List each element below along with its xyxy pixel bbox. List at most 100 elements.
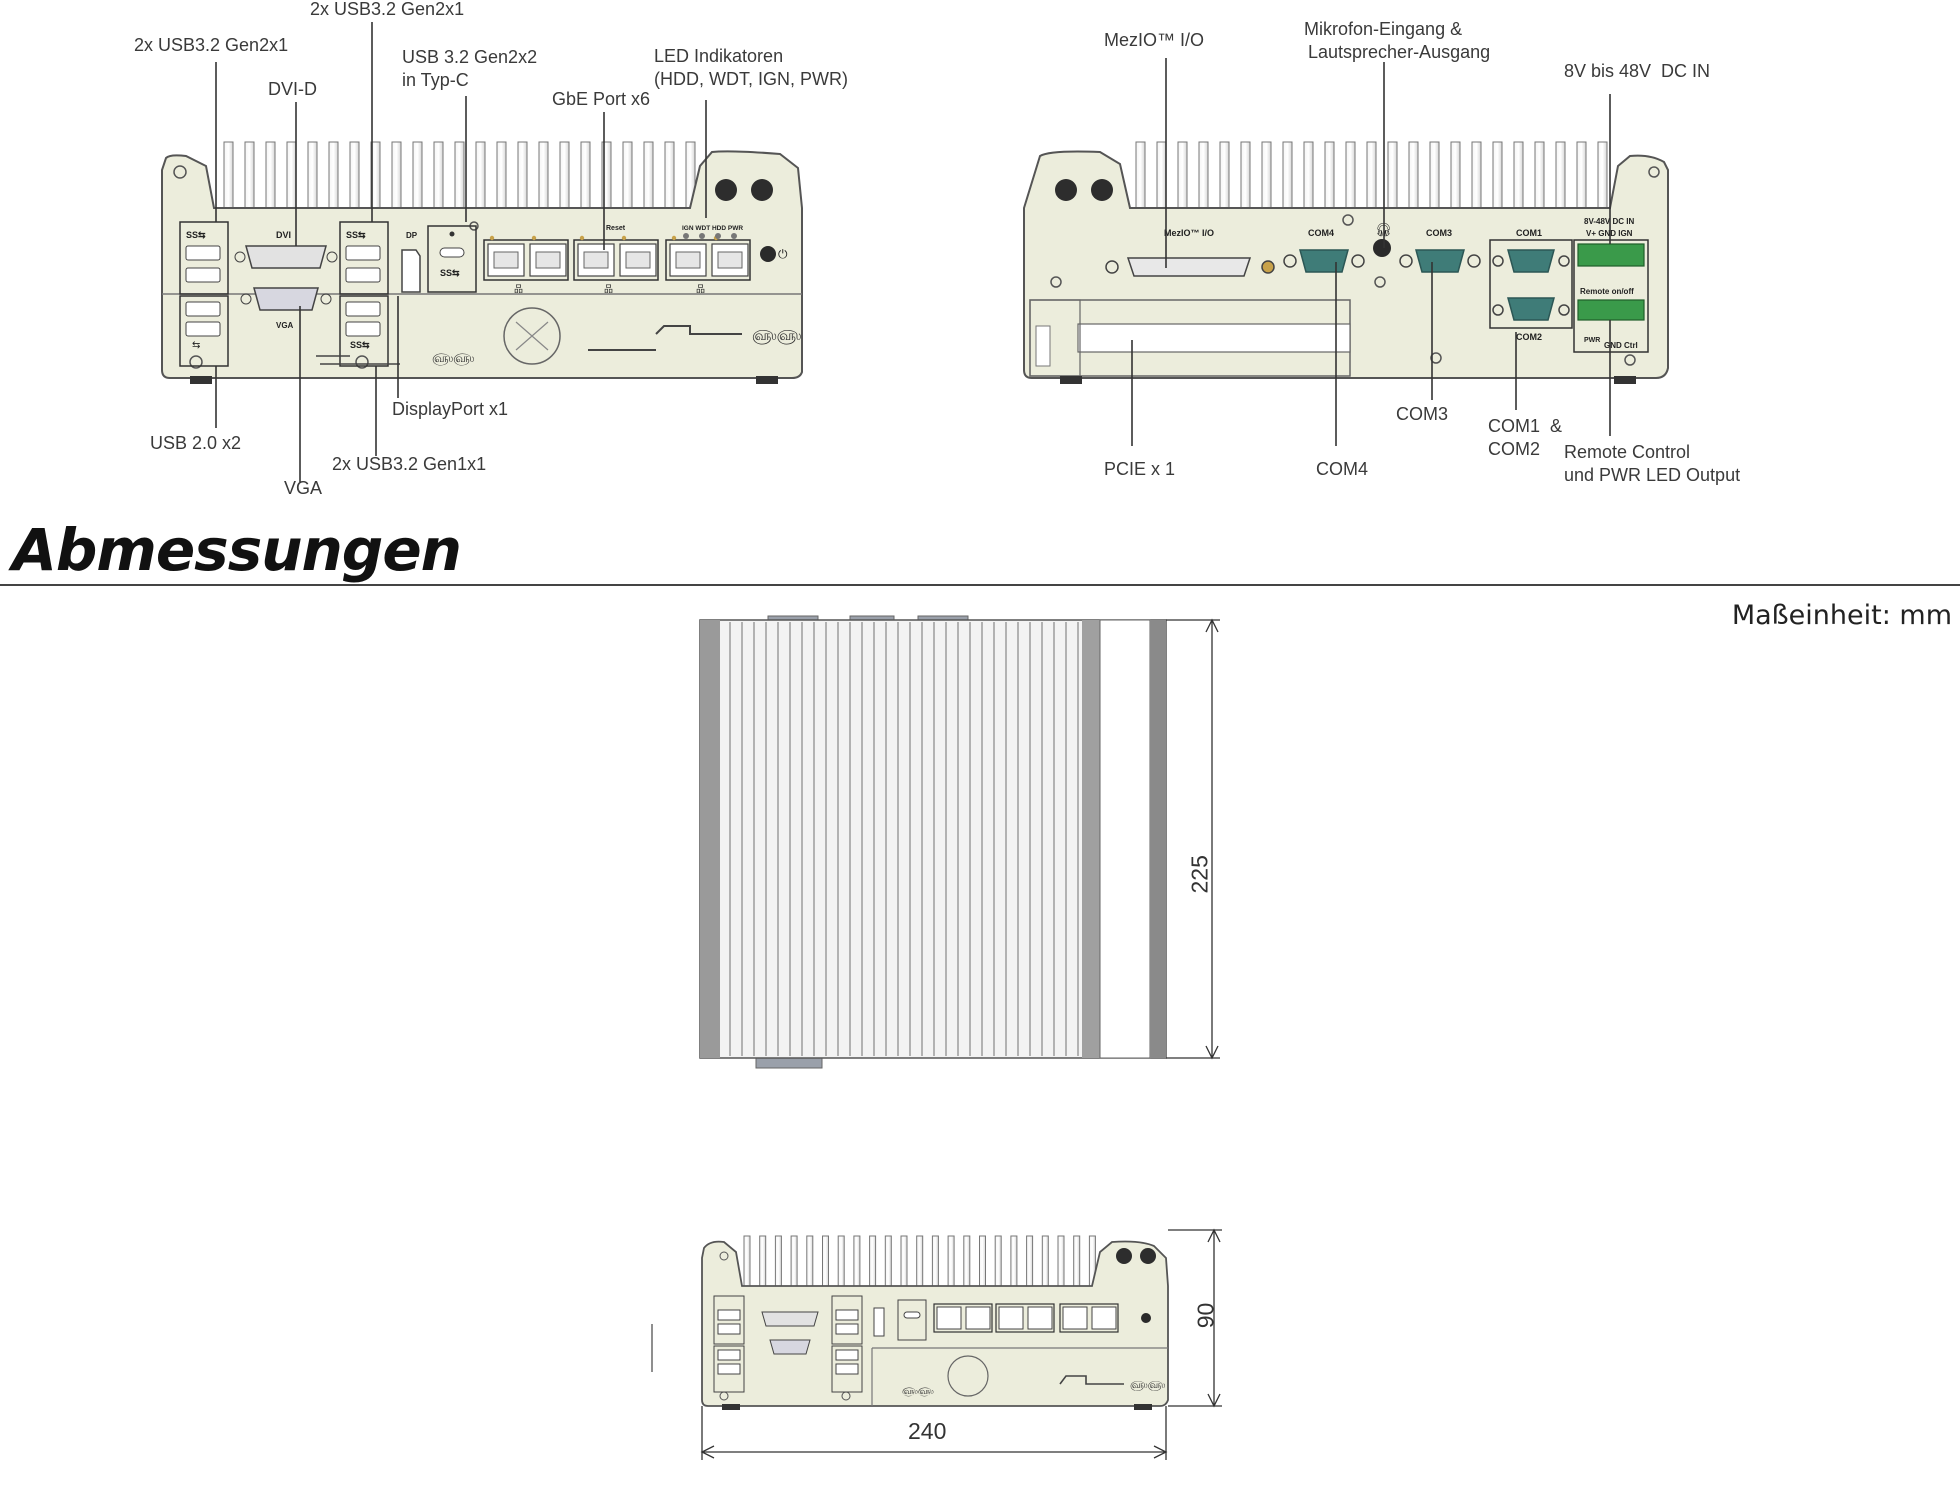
heatsink-fin [837,1235,845,1287]
usb-ss-logo: SS⇆ [440,268,460,278]
gbe-group-box [933,1303,993,1333]
heatsink-fin [1345,141,1356,209]
label-dcin: 8V bis 48V DC IN [1564,61,1711,81]
top-view-connector [755,1057,823,1069]
heatsink-fin [822,1235,829,1287]
brand-swirl-icon: ௵௵ [432,351,474,366]
screw-icon [1492,304,1504,316]
rear-panel-view: MezIO™ I/O COM4 🎧︎ COM3 COM1 COM2 8V-48V… [1023,58,1669,446]
heatsink-fin [743,1235,751,1287]
small-usb-box [713,1345,745,1393]
rj45-port-icon [1027,1306,1053,1330]
small-foot [722,1404,740,1410]
heatsink-fin [559,141,570,209]
gbe-port-groups: 品品品 [483,235,751,295]
heatsink-fin [328,141,339,209]
screw-icon [1558,304,1570,316]
usb-port-icon [185,245,221,261]
heatsink-fin [223,141,234,209]
top-view-side-rail [1150,620,1166,1058]
front-panel-body [161,150,803,379]
gbe-group-box [483,239,569,281]
panel-leds-text: IGN WDT HDD PWR [682,225,743,232]
front-leader-lines [215,22,707,482]
label-led-line2: (HDD, WDT, IGN, PWR) [654,69,848,89]
screw-icon [719,1251,729,1261]
heatsink-fin [517,141,528,209]
usb-port-icon [345,267,381,283]
heatsink-fin [1471,141,1482,209]
usb-port-icon [345,245,381,261]
rj45-port-icon [1062,1306,1088,1330]
screw-icon [1351,254,1365,268]
small-front-fins [743,1235,1096,1287]
label-usb32-gen2x1-top: 2x USB3.2 Gen2x1 [310,0,465,19]
usb-ss-logo: SS⇆ [346,230,366,240]
screw-icon [1261,260,1275,274]
screw-icon [1558,255,1570,267]
dcin-terminal-block [1577,243,1645,267]
section-title: Abmessungen [12,516,462,584]
usb-port-icon [835,1363,859,1375]
small-gbe-ports [933,1303,1119,1333]
gbe-group-box [1059,1303,1119,1333]
brand-swirl-icon: ௵௵ [1130,1380,1166,1391]
heatsink-fin [947,1235,955,1287]
heatsink-fin [1303,141,1314,209]
heatsink-fin [979,1235,986,1287]
status-leds [683,233,737,239]
label-usb32-gen2x1-left: 2x USB3.2 Gen2x1 [134,35,289,55]
screw-icon [173,165,187,179]
dcin-box [1573,239,1649,353]
rj45-port-icon [998,1306,1024,1330]
dim-240-lines [700,1406,1168,1460]
small-front-body [701,1240,1169,1407]
panel-com2-text: COM2 [1516,332,1542,342]
label-led-line1: LED Indikatoren [654,46,784,66]
label-com4: COM4 [1316,459,1369,479]
screw-icon [1342,214,1354,226]
heatsink-fin [1387,141,1398,209]
screw-icon [1050,276,1062,288]
rj45-port-inner [675,251,701,269]
panel-remote-text: Remote on/off [1580,287,1634,296]
link-led-icon [621,235,627,241]
usb-port-icon [185,301,221,317]
dimension-height: 90 [1192,1302,1219,1329]
heatsink-fin [884,1235,892,1287]
top-view-side-rail [1082,620,1100,1058]
heatsink-fin [1555,141,1566,209]
heatsink-fin [759,1235,767,1287]
panel-dp-text: DP [406,231,418,240]
small-usbc-box [897,1299,927,1341]
usb-port-icon [345,301,381,317]
usb20-group-box [179,295,229,367]
heatsink-fin [643,141,654,209]
screw-icon [1430,352,1442,364]
label-remote-line1: Remote Control [1564,442,1691,462]
usb-port-icon [185,267,221,283]
com3-port-icon [1415,249,1465,273]
heatsink-fin [1198,141,1209,209]
heatsink-fin [806,1235,814,1287]
front-heatsink-fins [223,141,696,209]
label-usbc-line1: USB 3.2 Gen2x2 [402,47,538,67]
label-displayport: DisplayPort x1 [392,399,509,419]
heatsink-fin [1010,1235,1018,1287]
heatsink-fin [900,1235,908,1287]
heatsink-fin [286,141,297,209]
gbe-group-box [573,239,659,281]
heatsink-fin [1026,1235,1034,1287]
link-led-icon [579,235,585,241]
pcie-slot-opening [1077,323,1351,353]
label-com12-line1: COM1 & [1488,416,1563,436]
usb-ss-logo: SS⇆ [186,230,206,240]
com4-port-icon [1299,249,1349,273]
heatsink-fin [391,141,402,209]
dimension-depth: 225 [1186,855,1213,894]
rear-foot-left [1060,376,1082,384]
heatsink-fin [622,141,633,209]
heatsink-fin [1450,141,1461,209]
usb-symbol-icon: ⇆ [192,340,200,351]
top-view-fins [729,622,1079,1056]
